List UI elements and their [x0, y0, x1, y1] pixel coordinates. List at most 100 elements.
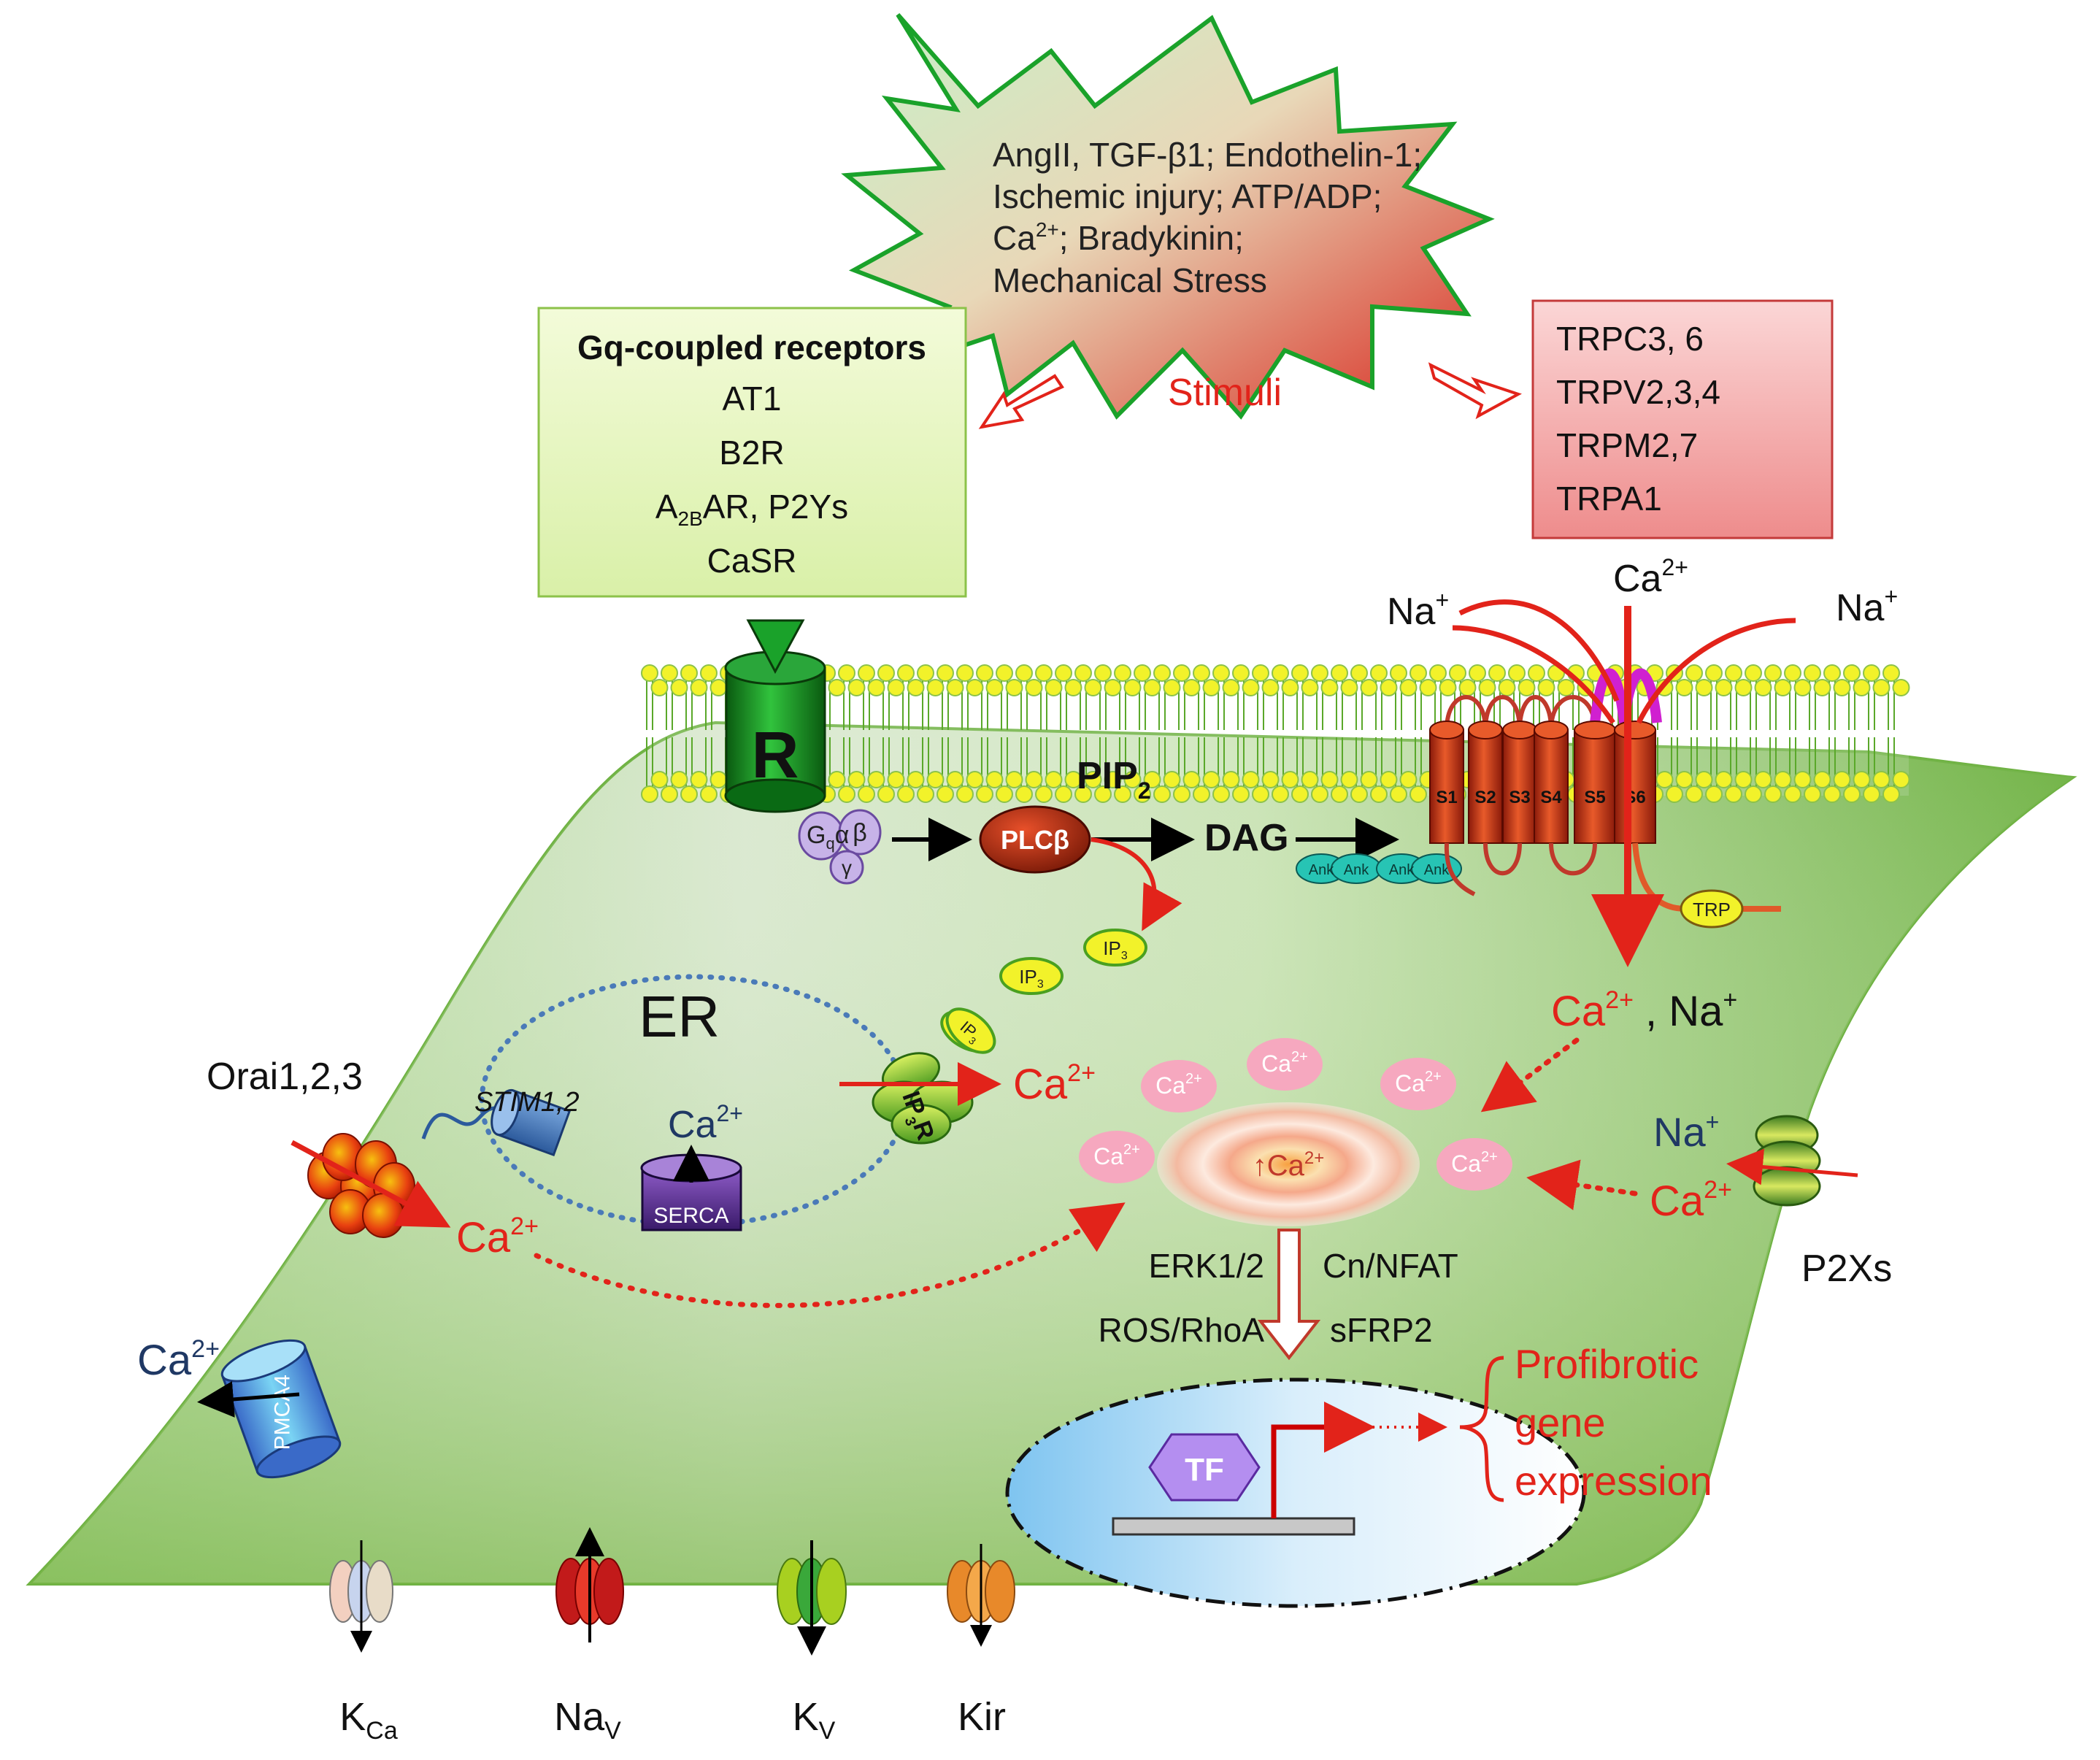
- er-ca-label: Ca2+: [668, 1100, 743, 1146]
- trp-domain-oval: [1680, 889, 1744, 929]
- ip3-label-1: IP3: [1103, 937, 1128, 962]
- stimuli-line-3: Ca2+; Bradykinin;: [993, 218, 1244, 257]
- trp-influx-na: , Na: [1634, 988, 1723, 1035]
- ank-3: Ank: [1389, 862, 1415, 878]
- ip3-label-2: IP3: [1019, 966, 1044, 991]
- p2x-na-sup: +: [1706, 1109, 1720, 1135]
- pmca-label: PMCA4: [271, 1375, 295, 1450]
- trp-segment-s3: S3: [1509, 788, 1530, 807]
- na-left-sup: +: [1435, 587, 1449, 613]
- p2x-ca-sup: 2+: [1704, 1176, 1732, 1204]
- trp-box: TRPC3, 6 TRPV2,3,4 TRPM2,7 TRPA1: [1531, 299, 1834, 539]
- orai-label: Orai1,2,3: [207, 1056, 363, 1098]
- p2x-channel: [1753, 1115, 1821, 1207]
- trp-influx-ca: Ca: [1551, 988, 1606, 1035]
- central-ca-label: ↑Ca2+: [1253, 1148, 1325, 1182]
- p2x-entry-arrow: [1726, 1148, 1858, 1185]
- pathway-hollow-arrow: [1257, 1229, 1321, 1361]
- pip2-sub: 2: [1138, 777, 1151, 804]
- p2x-na-label: Na+: [1653, 1109, 1719, 1155]
- pip2-base: PIP: [1077, 755, 1138, 797]
- gq-sub: q: [826, 834, 834, 853]
- stimuli-label: Stimuli: [1168, 372, 1282, 414]
- p2x-ca: Ca: [1650, 1177, 1704, 1225]
- tf-label: TF: [1185, 1452, 1224, 1488]
- channel-label-nav: NaV: [554, 1695, 621, 1745]
- stimuli-ca: Ca: [993, 219, 1036, 257]
- central-ca: ↑Ca: [1253, 1150, 1305, 1182]
- p2x-ca-label: Ca2+: [1650, 1176, 1732, 1225]
- arrow-plc-to-ip3: [1091, 837, 1182, 931]
- calcium-ion-circles: Ca2+Ca2+Ca2+Ca2+Ca2+: [1079, 1038, 1512, 1191]
- a2b-base: A: [655, 488, 678, 526]
- gq-symbol: Gqα: [807, 821, 849, 853]
- trp-segment-s1: S1: [1436, 788, 1457, 807]
- stim-label: STIM1,2: [474, 1087, 580, 1118]
- pathway-ros: ROS/RhoA: [1098, 1311, 1264, 1349]
- pathway-sfrp2: sFRP2: [1330, 1311, 1433, 1349]
- gbeta: β: [853, 819, 867, 847]
- ca-ion-label: Ca2+: [1261, 1049, 1308, 1077]
- outcome-line-2: gene: [1515, 1399, 1606, 1445]
- ca-top-sup: 2+: [1661, 554, 1688, 580]
- receptor-label: R: [752, 719, 799, 792]
- stimuli-ca-sup: 2+: [1036, 218, 1059, 241]
- p2x-na: Na: [1653, 1109, 1706, 1155]
- er-label: ER: [639, 984, 720, 1049]
- na-label-left: Na+: [1387, 587, 1449, 633]
- central-calcium-pool: ↑Ca2+: [1157, 1102, 1420, 1226]
- trp-item-2: TRPV2,3,4: [1556, 373, 1720, 411]
- p2x-ca-diffusion-arrow: [1526, 1159, 1638, 1210]
- ank-4: Ank: [1424, 862, 1450, 878]
- channel-kv: [777, 1540, 847, 1656]
- outcome-line-1: Profibrotic: [1515, 1341, 1699, 1387]
- trp-influx-na-sup: +: [1723, 986, 1737, 1014]
- na-right-sup: +: [1884, 583, 1898, 610]
- pmca-ca-sup: 2+: [191, 1335, 220, 1363]
- plasma-membrane: [641, 664, 1910, 803]
- ip3-sub-2: 3: [1037, 978, 1044, 991]
- channel-nav: [555, 1527, 624, 1642]
- pmca4-pump: PMCA4: [220, 1339, 342, 1479]
- orai-ca-diffusion-arrow: [534, 1202, 1126, 1308]
- ank-2: Ank: [1344, 862, 1369, 878]
- gq-alpha: α: [835, 821, 850, 849]
- stimuli-line-1: AngII, TGF-β1; Endothelin-1;: [993, 136, 1422, 174]
- gq-receptor-cylinder: R: [724, 619, 826, 813]
- trp-item-3: TRPM2,7: [1556, 426, 1698, 464]
- stimuli-ca-rest: ; Bradykinin;: [1059, 219, 1244, 257]
- ip3-base-2: IP: [1019, 966, 1037, 988]
- gq-item-at1: AT1: [723, 380, 782, 418]
- kca-base: K: [339, 1695, 366, 1739]
- central-ca-sup: 2+: [1304, 1148, 1324, 1168]
- ip3-molecule-1: IP3: [1083, 929, 1147, 967]
- a2b-sub: 2B: [678, 507, 703, 530]
- stim-protein: STIM1,2: [421, 1087, 580, 1157]
- dag-label: DAG: [1204, 817, 1289, 859]
- ca-ion-circle: [1141, 1060, 1217, 1113]
- trp-influx-label: Ca2+ , Na+: [1551, 986, 1737, 1035]
- ca-ion-circle: [1247, 1038, 1323, 1091]
- pmca-ca: Ca: [137, 1337, 192, 1384]
- a2b-rest: AR, P2Ys: [703, 488, 848, 526]
- orai-ca-label: Ca2+: [456, 1213, 539, 1261]
- trp-item-1: TRPC3, 6: [1556, 320, 1704, 358]
- ankyrin-repeats: Ank Ank Ank Ank: [1296, 853, 1462, 884]
- kv-sub: V: [819, 1717, 836, 1745]
- na-label-right: Na+: [1836, 583, 1898, 629]
- trp-ca-diffusion-arrow: [1480, 1037, 1580, 1113]
- orai-ca: Ca: [456, 1214, 511, 1261]
- p2x-label: P2Xs: [1801, 1248, 1892, 1290]
- stimuli-line-4: Mechanical Stress: [993, 261, 1267, 299]
- gq-item-casr: CaSR: [707, 542, 797, 580]
- orai-ca-entry-arrow: [291, 1140, 451, 1228]
- channel-label-kir: Kir: [958, 1695, 1006, 1739]
- ca-ion-label: Ca2+: [1093, 1142, 1140, 1169]
- g-protein: Gqα β γ: [798, 809, 882, 885]
- ip3-molecule-2: IP3: [999, 957, 1064, 995]
- trp-segment-s5: S5: [1584, 788, 1605, 807]
- gq-item-b2r: B2R: [719, 434, 784, 472]
- stimuli-arrow-left: [978, 374, 1064, 429]
- ca-ion-circle: [1380, 1058, 1456, 1110]
